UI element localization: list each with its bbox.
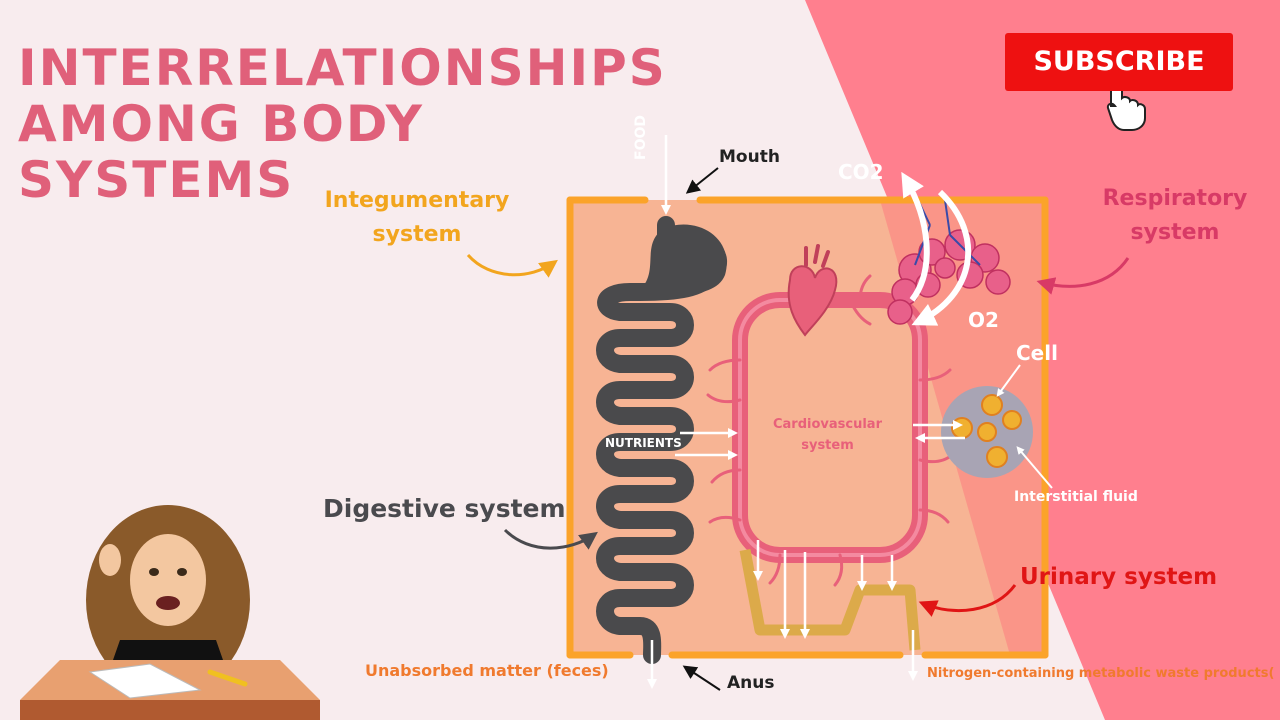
teacher-avatar-icon bbox=[20, 505, 320, 720]
interstitial-pointer bbox=[1016, 446, 1053, 489]
o2-label: O2 bbox=[968, 308, 999, 332]
urinary-label: Urinary system bbox=[1020, 564, 1218, 590]
anus-pointer bbox=[682, 665, 721, 691]
anus-label: Anus bbox=[727, 673, 775, 693]
respiratory-pointer bbox=[1036, 257, 1130, 295]
mouth-pointer bbox=[685, 167, 719, 194]
title-line-3: SYSTEMS bbox=[18, 151, 295, 209]
urinary-tract bbox=[739, 548, 921, 651]
cardiovascular-label: Cardiovascular system bbox=[772, 417, 882, 453]
stomach-icon bbox=[640, 224, 727, 295]
cell-label: Cell bbox=[1016, 341, 1058, 365]
heart-icon bbox=[787, 244, 838, 337]
food-label: FOOD bbox=[633, 115, 649, 160]
page-title: INTERRELATIONSHIPS AMONG BODY SYSTEMS bbox=[18, 40, 667, 208]
hand-cursor-icon bbox=[1106, 78, 1146, 131]
digestive-tract bbox=[596, 216, 727, 664]
integumentary-label: Integumentary system bbox=[324, 188, 510, 247]
digestive-pointer bbox=[503, 528, 598, 550]
cell-cluster-icon bbox=[941, 386, 1033, 478]
urinary-pointer bbox=[918, 584, 1017, 617]
title-line-1: INTERRELATIONSHIPS bbox=[18, 39, 667, 97]
nitrogen-waste-label: Nitrogen-containing metabolic waste prod… bbox=[927, 666, 1275, 681]
feces-label: Unabsorbed matter (feces) bbox=[365, 661, 609, 680]
cell-pointer bbox=[996, 364, 1021, 397]
o2-arrow bbox=[911, 189, 972, 326]
mouth-label: Mouth bbox=[719, 147, 780, 167]
body-border bbox=[566, 196, 1049, 659]
interstitial-fluid-label: Interstitial fluid bbox=[1014, 489, 1138, 505]
flow-arrows bbox=[647, 135, 965, 689]
subscribe-button[interactable]: SUBSCRIBE bbox=[1005, 33, 1233, 91]
co2-arrow bbox=[901, 171, 930, 302]
integumentary-pointer bbox=[466, 253, 558, 278]
digestive-label: Digestive system bbox=[323, 494, 566, 523]
respiratory-label: Respiratory system bbox=[1102, 186, 1248, 245]
nutrients-label: NUTRIENTS bbox=[605, 436, 682, 450]
co2-label: CO2 bbox=[838, 160, 884, 184]
title-line-2: AMONG BODY bbox=[18, 95, 424, 153]
bronchi bbox=[914, 199, 981, 266]
